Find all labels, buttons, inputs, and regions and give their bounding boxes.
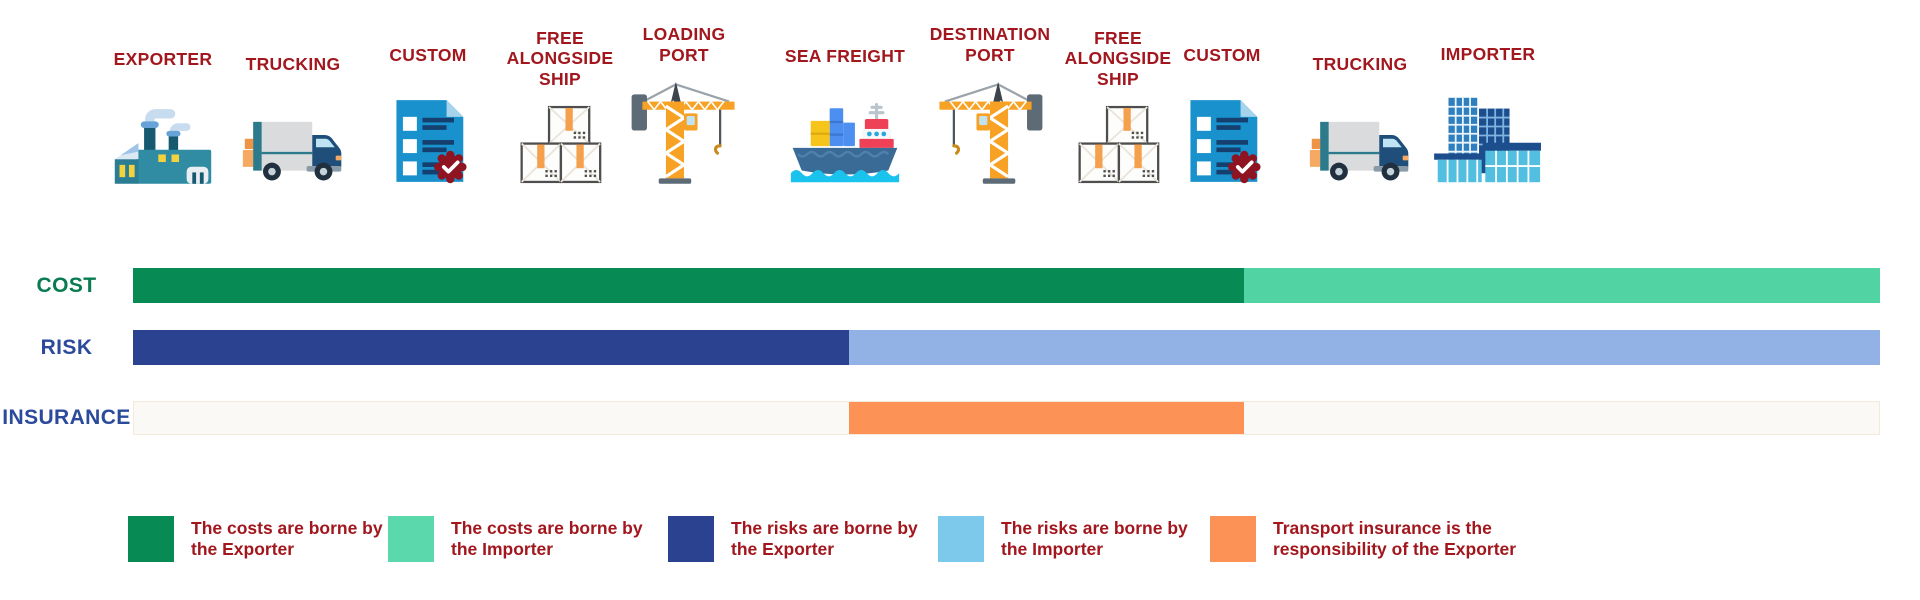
legend-item-insurance-exporter: Transport insurance is the responsibilit…: [1210, 516, 1569, 562]
legend-item-costs-importer: The costs are borne by the Importer: [388, 516, 647, 562]
legend-label: The risks are borne by the Importer: [1001, 518, 1188, 559]
legend-item-costs-exporter: The costs are borne by the Exporter: [128, 516, 387, 562]
stage-label: CUSTOM: [1183, 44, 1261, 65]
light-green-swatch: [388, 516, 434, 562]
stage-label: IMPORTER: [1440, 43, 1536, 64]
dark-green-swatch: [128, 516, 174, 562]
cost-bar: [133, 268, 1880, 303]
stage-label: DESTINATION PORT: [929, 23, 1051, 65]
cost-row-label: COST: [36, 273, 97, 297]
dark-blue-swatch: [668, 516, 714, 562]
cargo-ship-icon: [789, 101, 901, 184]
stage-custom-export: CUSTOM: [348, 12, 508, 184]
legend-label: Transport insurance is the responsibilit…: [1273, 518, 1517, 559]
truck-icon: [1308, 116, 1413, 184]
insurance-row: INSURANCE: [0, 401, 1920, 435]
crates-icon: [1076, 105, 1160, 184]
cost-row: COST: [0, 268, 1920, 303]
stage-trucking-import: TRUCKING: [1280, 12, 1440, 184]
stage-label: LOADING PORT: [642, 23, 726, 65]
insurance-exporter-segment: [849, 402, 1244, 434]
stage-sea-freight: SEA FREIGHT: [765, 12, 925, 184]
stage-label: SEA FREIGHT: [784, 46, 906, 67]
insurance-row-label: INSURANCE: [2, 406, 131, 429]
risk-row-label: RISK: [40, 335, 93, 359]
stage-label: FREE ALONGSIDE SHIP: [506, 27, 614, 89]
risk-row: RISK: [0, 330, 1920, 365]
risk-bar: [133, 330, 1880, 365]
stage-label: FREE ALONGSIDE SHIP: [1064, 27, 1172, 89]
stage-importer: IMPORTER: [1408, 12, 1568, 184]
stage-free-alongside-ship-export: FREE ALONGSIDE SHIP: [480, 12, 640, 184]
city-building-icon: [1432, 96, 1544, 184]
crane-icon: [934, 77, 1046, 184]
light-blue-swatch: [938, 516, 984, 562]
customs-document-icon: [389, 98, 467, 184]
legend-label: The costs are borne by the Importer: [451, 518, 643, 559]
stage-custom-import: CUSTOM: [1142, 12, 1302, 184]
stage-destination-port: DESTINATION PORT: [910, 12, 1070, 184]
truck-icon: [241, 116, 346, 184]
customs-document-icon: [1183, 98, 1261, 184]
legend-item-risks-importer: The risks are borne by the Importer: [938, 516, 1197, 562]
stage-label: TRUCKING: [1312, 53, 1408, 74]
orange-swatch: [1210, 516, 1256, 562]
legend-item-risks-exporter: The risks are borne by the Exporter: [668, 516, 927, 562]
stage-label: CUSTOM: [389, 44, 467, 65]
stage-free-alongside-ship-import: FREE ALONGSIDE SHIP: [1038, 12, 1198, 184]
insurance-bar: [133, 401, 1880, 435]
factory-icon: [111, 106, 215, 184]
legend-label: The costs are borne by the Exporter: [191, 518, 383, 559]
cost-importer-segment: [1244, 268, 1880, 303]
stage-label: TRUCKING: [245, 53, 341, 74]
risk-importer-segment: [849, 330, 1880, 365]
stage-label: EXPORTER: [113, 48, 213, 69]
stage-exporter: EXPORTER: [83, 12, 243, 184]
crates-icon: [518, 105, 602, 184]
cost-exporter-segment: [133, 268, 1245, 303]
legend-label: The risks are borne by the Exporter: [731, 518, 918, 559]
crane-icon: [628, 77, 740, 184]
stage-loading-port: LOADING PORT: [604, 12, 764, 184]
stage-trucking-export: TRUCKING: [213, 12, 373, 184]
risk-exporter-segment: [133, 330, 850, 365]
